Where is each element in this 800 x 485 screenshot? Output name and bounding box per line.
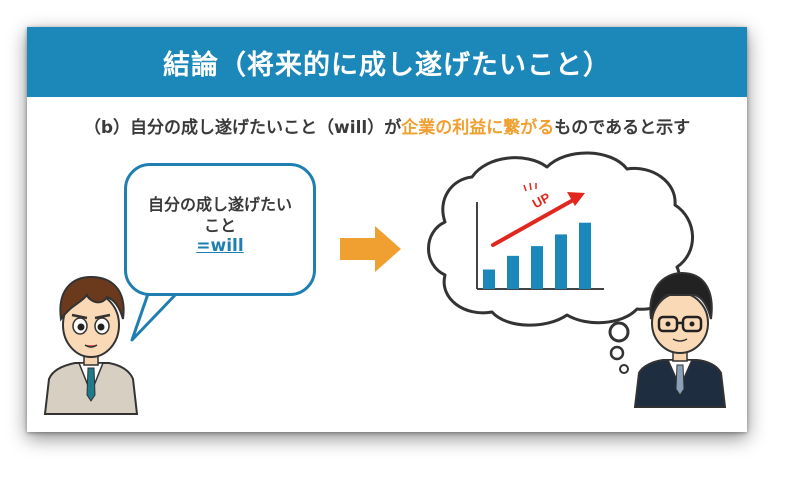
up-trend-arrowhead-icon [567, 192, 585, 206]
slide-subtitle: （b）自分の成し遂げたいこと（will）が企業の利益に繋がるものであると示す [27, 113, 747, 138]
speech-line-1: 自分の成し遂げたい [147, 195, 292, 214]
thought-dot-medium [609, 345, 625, 361]
emphasis-lines [523, 182, 537, 192]
header-bar: 結論（将来的に成し遂げたいこと） [27, 27, 747, 97]
chart-bar [555, 234, 567, 289]
right-man-avatar [633, 271, 727, 408]
chart-bar [579, 222, 591, 289]
thought-dot-small [619, 364, 629, 374]
illustration-layer: UP [43, 151, 727, 415]
right-arrow-icon [340, 226, 401, 272]
speech-line-2: こと [203, 216, 236, 235]
chart-bar [507, 255, 519, 289]
chart-bars [483, 222, 591, 289]
chart-bar [483, 269, 495, 289]
speech-bubble-text: 自分の成し遂げたい こと =will [127, 194, 313, 257]
slide: 結論（将来的に成し遂げたいこと） （b）自分の成し遂げたいこと（will）が企業… [27, 27, 747, 432]
subtitle-suffix: ものであると示す [554, 118, 691, 138]
subtitle-highlight: 企業の利益に繋がる [401, 118, 555, 138]
speech-bubble: 自分の成し遂げたい こと =will [124, 163, 316, 296]
chart-bar [531, 246, 543, 289]
subtitle-prefix: （b）自分の成し遂げたいこと（will）が [83, 118, 402, 138]
left-man-avatar [43, 275, 139, 415]
up-trend-arrow-icon [491, 197, 577, 247]
speech-bubble-tail [130, 289, 181, 342]
slide-title: 結論（将来的に成し遂げたいこと） [163, 49, 611, 81]
thought-dot-large [608, 321, 630, 343]
speech-will-label: =will [196, 236, 244, 256]
